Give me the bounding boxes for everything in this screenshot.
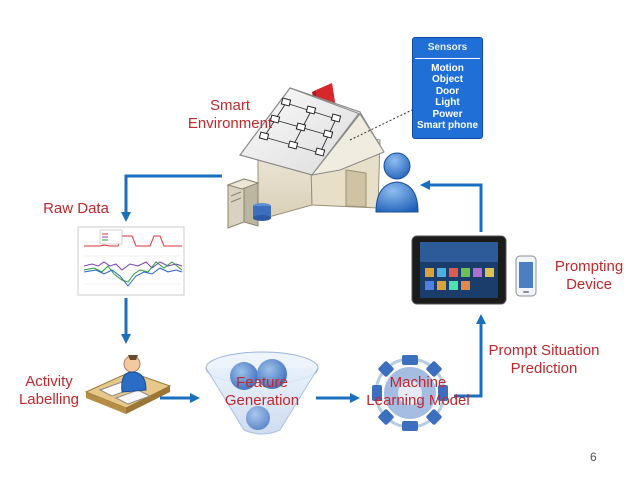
sensor-item-light: Light (435, 97, 460, 109)
page-number: 6 (590, 450, 597, 464)
sensor-item-door: Door (435, 85, 460, 97)
label-activity-labelling: Activity Labelling (10, 373, 88, 409)
label-raw-data: Raw Data (34, 200, 118, 218)
label-smart-environment: Smart Environment (176, 97, 284, 133)
label-smart-environment-line2: Environment (187, 115, 273, 132)
label-smart-environment-line1: Smart (209, 97, 250, 114)
user-person-icon (375, 152, 419, 213)
feature-generation-funnel (205, 351, 319, 435)
sensors-box: Sensors Motion Object Door Light Power S… (412, 37, 483, 139)
label-prompt-line2: Prediction (510, 360, 578, 377)
label-feature-line2: Generation (224, 392, 300, 409)
raw-data-chart-thumbnail (77, 226, 185, 296)
arrow-ml-to-device (454, 314, 486, 398)
sensor-item-power: Power (432, 108, 463, 120)
smartphone-icon (515, 255, 537, 297)
label-device-line1: Prompting (554, 258, 624, 275)
sensors-divider (415, 58, 480, 59)
server-computer-icon (226, 178, 271, 229)
label-raw-data-text: Raw Data (43, 200, 109, 217)
label-prompting-device: Prompting Device (546, 258, 632, 294)
sensor-item-smart-phone: Smart phone (416, 120, 479, 132)
tablet-device-icon (411, 235, 507, 305)
sensor-item-motion: Motion (431, 63, 464, 74)
label-prompt-situation-prediction: Prompt Situation Prediction (484, 342, 604, 378)
label-ml-line1: Machine (389, 374, 447, 391)
label-feature-generation: Feature Generation (214, 374, 310, 410)
label-feature-line1: Feature (236, 374, 288, 391)
flow-arrows (121, 174, 486, 403)
activity-labelling-illustration (84, 355, 172, 414)
sensor-item-object: Object (431, 74, 464, 86)
label-activity-line2: Labelling (18, 391, 80, 408)
label-activity-line1: Activity (25, 373, 73, 390)
label-machine-learning-model: Machine Learning Model (362, 374, 474, 410)
arrow-env-to-rawdata (121, 174, 222, 222)
label-device-line2: Device (566, 276, 612, 293)
sensors-title: Sensors (427, 42, 468, 53)
arrow-device-to-env (420, 180, 483, 232)
label-prompt-line1: Prompt Situation (488, 342, 600, 359)
machine-learning-gear-icon (372, 355, 448, 431)
label-ml-line2: Learning Model (366, 392, 470, 409)
